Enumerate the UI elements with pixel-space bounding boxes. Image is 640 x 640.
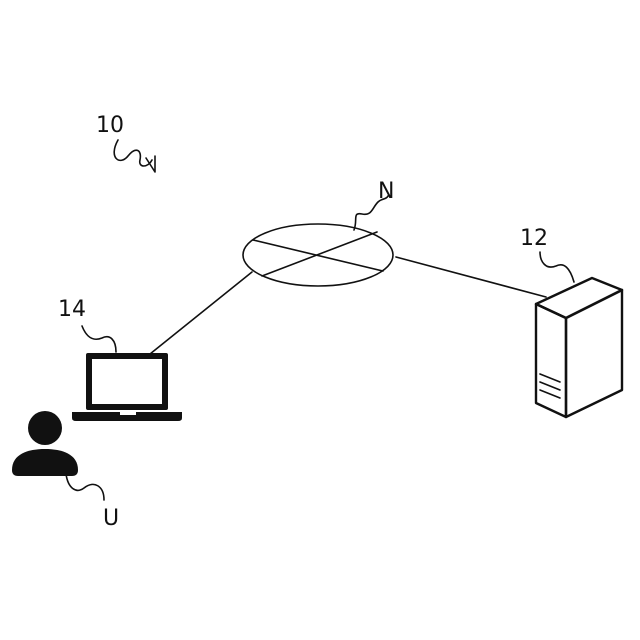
user-body	[12, 449, 78, 476]
server-vent-2	[540, 382, 560, 390]
user-label: U	[103, 506, 119, 531]
system-reference: 10	[96, 113, 155, 172]
terminal-leader	[82, 326, 116, 352]
network-node: N	[243, 179, 394, 286]
network-cross-line-1	[253, 240, 383, 271]
user-leader	[66, 474, 104, 500]
terminal-label: 14	[58, 297, 86, 322]
server-tower-icon	[536, 278, 622, 417]
network-cross-line-2	[262, 232, 377, 276]
laptop-icon	[72, 353, 182, 421]
network-label: N	[378, 179, 394, 204]
server-node: 12	[520, 226, 622, 417]
user-node: U	[12, 411, 119, 531]
server-vent-3	[540, 390, 560, 398]
server-front	[536, 304, 566, 417]
terminal-node: 14	[58, 297, 182, 421]
arrow-head	[146, 156, 155, 172]
server-label: 12	[520, 226, 548, 251]
link-network-laptop	[150, 272, 252, 354]
server-leader	[540, 252, 574, 282]
server-vent-1	[540, 374, 560, 382]
user-silhouette-icon	[12, 411, 78, 476]
link-network-server	[396, 257, 546, 297]
server-side	[566, 290, 622, 417]
user-head	[28, 411, 62, 445]
system-label: 10	[96, 113, 124, 138]
system-leader-arrow	[114, 140, 152, 166]
laptop-notch	[120, 412, 136, 415]
laptop-screen	[92, 359, 162, 404]
